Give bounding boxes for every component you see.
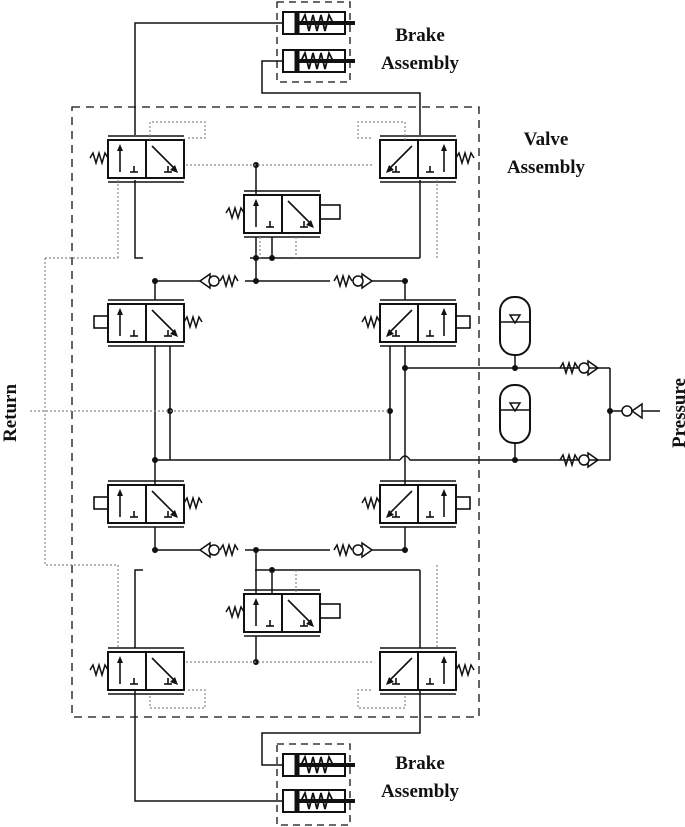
brake-assembly-top-enclosure	[276, 1, 351, 83]
check-valve-bottom-right	[333, 542, 373, 558]
accumulator-lower	[499, 384, 531, 444]
brake-cylinder-bottom-2	[283, 790, 355, 812]
valve-top-right	[379, 135, 475, 183]
valve-assembly-line2: Assembly	[506, 157, 586, 178]
valve-bottom-right	[379, 647, 475, 695]
solenoid-valve-bottom	[225, 589, 341, 637]
check-valve-bottom-left	[199, 542, 239, 558]
brake-assembly-bottom-line2: Assembly	[380, 781, 460, 802]
brake-assembly-bottom-label: Brake Assembly	[368, 750, 472, 806]
valve-mid-lower-right	[361, 480, 471, 528]
brake-cylinder-top-2	[283, 50, 355, 72]
brake-assembly-bottom-line1: Brake	[395, 753, 445, 774]
valve-mid-upper-left	[93, 299, 203, 347]
check-valve-top-left	[199, 273, 239, 289]
brake-assembly-top-line1: Brake	[395, 25, 445, 46]
brake-lines	[134, 22, 421, 802]
valve-assembly-label: Valve Assembly	[494, 126, 598, 182]
valve-mid-lower-left	[93, 480, 203, 528]
brake-assembly-top-line2: Assembly	[380, 53, 460, 74]
check-valve-top-right	[333, 273, 373, 289]
pressure-label: Pressure	[669, 378, 685, 449]
brake-cylinder-top-1	[283, 12, 355, 34]
accumulator-upper	[499, 296, 531, 356]
valve-mid-upper-right	[361, 299, 471, 347]
check-valve-pressure-inlet	[621, 402, 660, 420]
pressure-lines	[134, 165, 622, 662]
junction-dots	[152, 162, 613, 665]
brake-assembly-bottom-enclosure	[276, 743, 351, 826]
valve-top-left	[89, 135, 185, 183]
valve-bottom-left	[89, 647, 185, 695]
valve-assembly-enclosure	[71, 106, 480, 718]
brake-assembly-top-label: Brake Assembly	[368, 22, 472, 78]
return-lines	[30, 121, 438, 709]
return-label: Return	[0, 383, 21, 443]
valve-assembly-line1: Valve	[523, 129, 569, 150]
brake-cylinder-bottom-1	[283, 754, 355, 776]
solenoid-valve-top	[225, 190, 341, 238]
